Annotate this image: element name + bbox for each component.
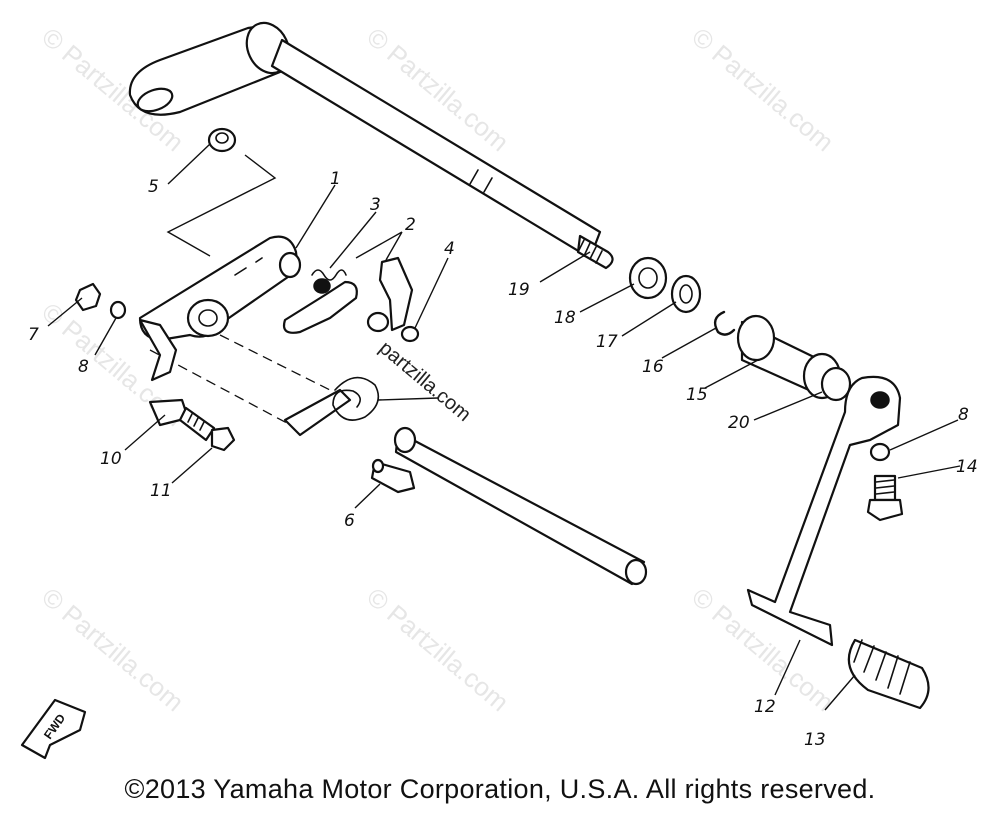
fwd-arrow-icon: FWD bbox=[20, 698, 87, 760]
watermark-center: partzilla.com bbox=[375, 337, 475, 426]
shift-arm-assembly-part-1[interactable] bbox=[138, 235, 302, 382]
adjust-bolt-part-10[interactable] bbox=[148, 398, 216, 442]
washer-part-8-right[interactable] bbox=[869, 442, 891, 462]
washer-part-4[interactable] bbox=[400, 325, 420, 343]
pawl-part-2[interactable] bbox=[282, 256, 414, 334]
watermark: © Partzilla.com bbox=[686, 22, 839, 158]
callout-8: 8 bbox=[78, 357, 89, 377]
callout-7: 7 bbox=[28, 325, 39, 345]
pin-part-6[interactable] bbox=[370, 458, 416, 494]
callout-2: 2 bbox=[405, 215, 416, 235]
collar-part-15[interactable] bbox=[736, 314, 842, 400]
callout-4: 4 bbox=[444, 239, 455, 259]
callout-10: 10 bbox=[100, 449, 122, 469]
callout-20: 20 bbox=[728, 413, 750, 433]
leader-lines bbox=[47, 143, 961, 711]
callout-labels: 1 3 2 4 5 7 8 10 11 6 19 18 17 16 15 20 … bbox=[28, 169, 978, 750]
nut-part-7[interactable] bbox=[74, 282, 102, 312]
shift-pedal-part-12[interactable] bbox=[746, 375, 902, 647]
lower-shaft-part[interactable] bbox=[393, 426, 648, 586]
callout-18: 18 bbox=[554, 308, 576, 328]
o-ring-part-20[interactable] bbox=[820, 366, 852, 402]
watermark: © Partzilla.com bbox=[361, 582, 514, 718]
shift-shaft-part-19[interactable] bbox=[128, 16, 614, 270]
oil-seal-part-18[interactable] bbox=[628, 256, 668, 300]
pinch-bolt-part-14[interactable] bbox=[866, 474, 904, 522]
callout-6: 6 bbox=[344, 511, 355, 531]
callout-3: 3 bbox=[370, 195, 381, 215]
callout-1: 1 bbox=[330, 169, 341, 189]
callout-13: 13 bbox=[804, 730, 826, 750]
nut-part-11[interactable] bbox=[210, 426, 236, 452]
callout-14: 14 bbox=[956, 457, 978, 477]
callout-19: 19 bbox=[508, 280, 530, 300]
copyright-notice: ©2013 Yamaha Motor Corporation, U.S.A. A… bbox=[124, 774, 876, 804]
callout-8-right: 8 bbox=[958, 405, 969, 425]
spring-part-3[interactable] bbox=[311, 269, 347, 294]
pedal-rubber-part-13[interactable] bbox=[847, 638, 930, 710]
circlip-part-16[interactable] bbox=[713, 310, 736, 336]
nut-part-5[interactable] bbox=[207, 127, 237, 153]
callout-5: 5 bbox=[148, 177, 159, 197]
callout-16: 16 bbox=[642, 357, 664, 377]
return-spring-part[interactable] bbox=[283, 376, 380, 437]
washer-part-17[interactable] bbox=[670, 274, 702, 314]
callout-11: 11 bbox=[150, 481, 172, 501]
callout-12: 12 bbox=[754, 697, 776, 717]
callout-15: 15 bbox=[686, 385, 708, 405]
watermark: © Partzilla.com bbox=[36, 582, 189, 718]
alignment-lines bbox=[149, 154, 341, 431]
callout-17: 17 bbox=[596, 332, 618, 352]
washer-part-8-left[interactable] bbox=[109, 300, 127, 320]
